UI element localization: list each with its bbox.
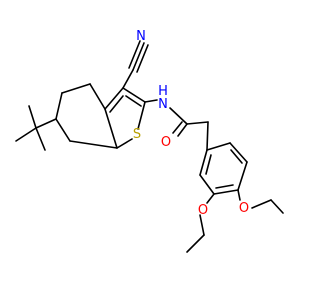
- bond: [237, 189, 241, 201]
- nitrogen-label: N: [158, 97, 168, 112]
- bond: [122, 87, 146, 103]
- nitrile-bond: [136, 44, 149, 73]
- bond: [169, 107, 188, 125]
- double-bond: [205, 154, 212, 175]
- oxygen-label: O: [161, 135, 171, 150]
- bond: [177, 123, 188, 137]
- bond: [137, 101, 146, 130]
- bond: [206, 193, 215, 204]
- bond: [206, 142, 231, 151]
- bond: [186, 121, 209, 125]
- bond: [213, 189, 239, 195]
- oxygen-label: O: [198, 203, 208, 218]
- bond: [104, 87, 124, 110]
- bonds: [15, 40, 284, 253]
- bond: [186, 234, 205, 253]
- bond: [104, 108, 118, 149]
- double-bond: [172, 121, 183, 134]
- double-bond: [109, 95, 124, 113]
- bond: [55, 92, 63, 120]
- bond: [69, 140, 118, 149]
- sulfur-label: S: [133, 127, 141, 142]
- nitrile-bond: [132, 42, 145, 71]
- bond: [89, 83, 106, 110]
- bond: [199, 174, 215, 195]
- bond: [229, 142, 248, 163]
- bond: [206, 121, 209, 151]
- molecule-structure: N N H S O O O: [15, 29, 284, 253]
- bond: [122, 69, 134, 89]
- double-bond: [230, 149, 243, 164]
- bond: [61, 83, 91, 94]
- oxygen-label: O: [239, 201, 249, 216]
- double-bond: [125, 95, 142, 107]
- hydrogen-label: H: [158, 84, 168, 99]
- atom-labels: N N H S O O O: [133, 29, 249, 218]
- nitrile-bond: [128, 40, 141, 69]
- bond: [199, 214, 205, 236]
- bond: [251, 199, 272, 209]
- bond: [199, 149, 208, 176]
- bond: [116, 138, 133, 149]
- bond: [28, 105, 37, 129]
- double-bond: [215, 184, 234, 189]
- bond: [144, 99, 158, 103]
- bond: [35, 127, 46, 151]
- bond: [15, 127, 37, 142]
- bond: [270, 199, 284, 214]
- nitrogen-label: N: [136, 29, 146, 44]
- bond: [55, 118, 71, 142]
- bond: [237, 161, 248, 191]
- bond: [35, 118, 57, 129]
